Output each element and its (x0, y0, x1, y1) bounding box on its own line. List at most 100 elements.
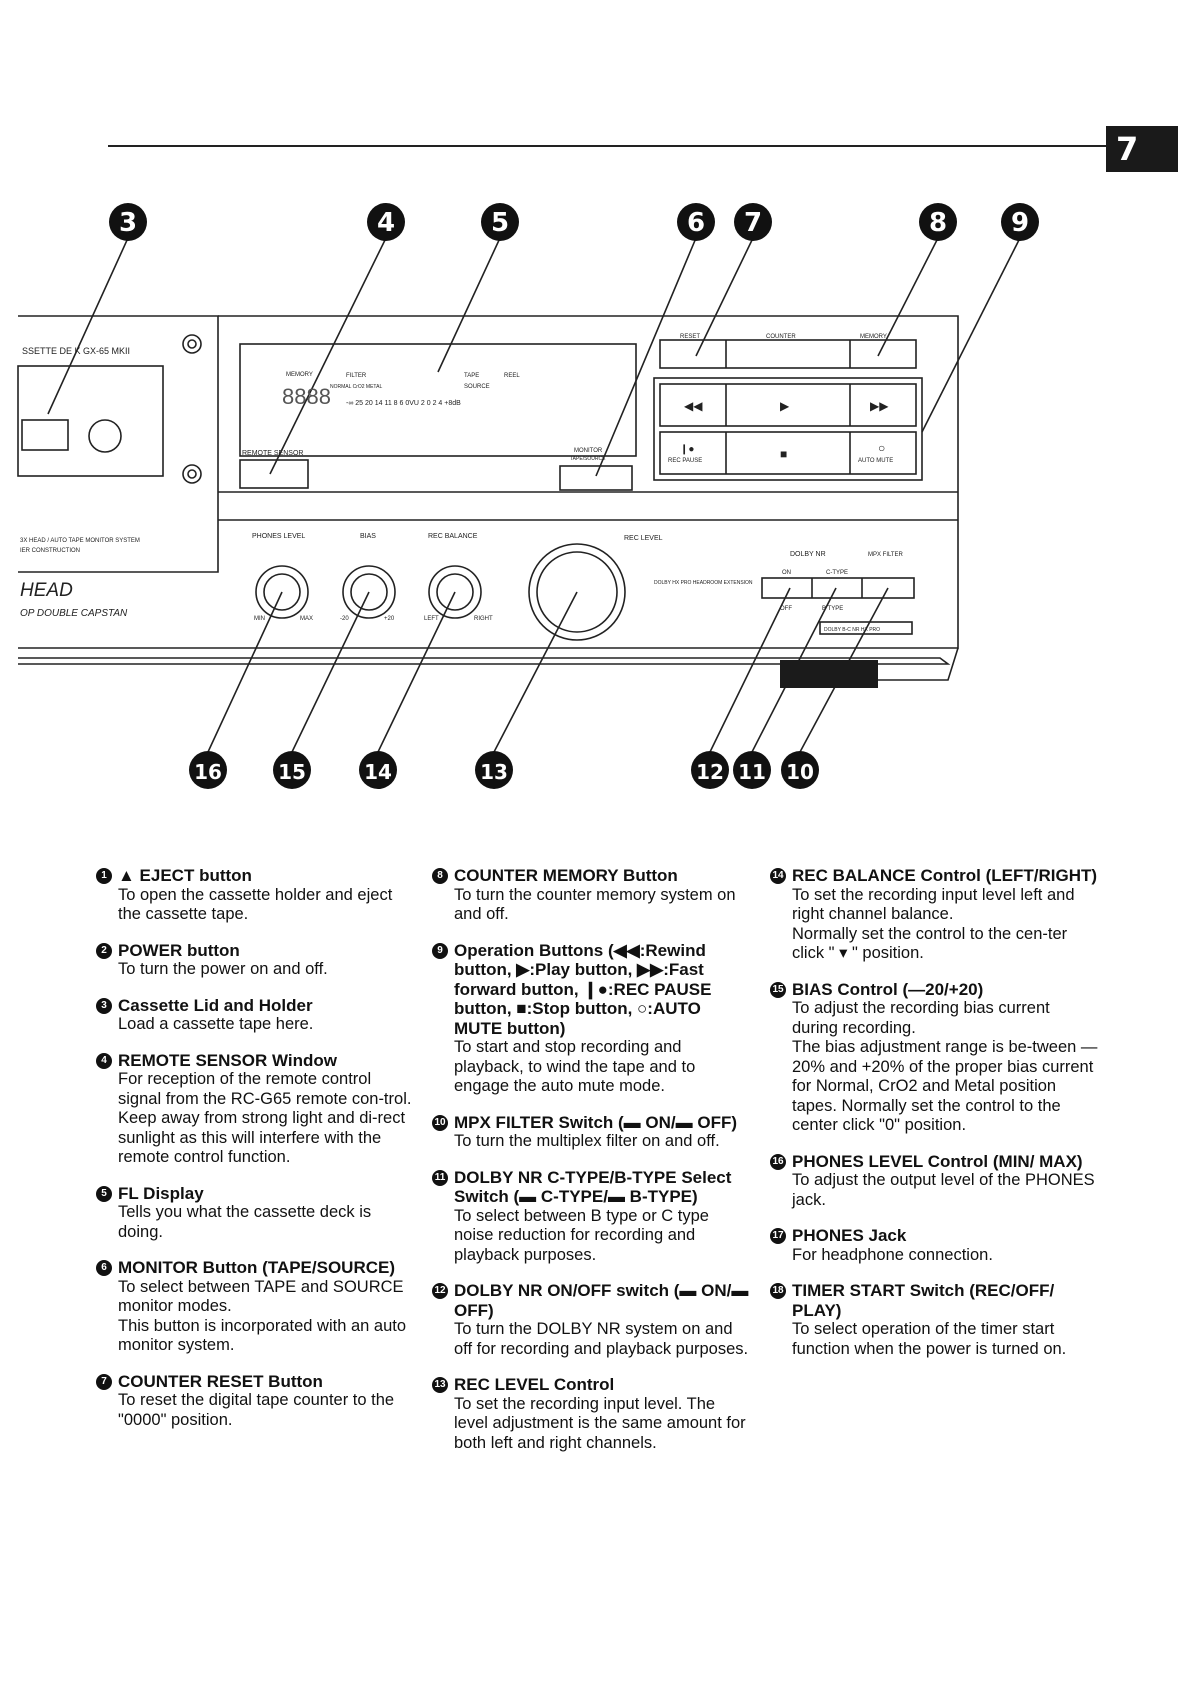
page-number: 7 (1106, 126, 1178, 172)
fl-scale: -∞ 25 20 14 11 8 6 0VU 2 0 2 4 +8dB (346, 400, 461, 407)
callout-16: 16 (194, 760, 222, 784)
reset-label: RESET (680, 334, 700, 340)
on-label: ON (782, 570, 791, 576)
item-title: BIAS Control (—20/+20) (792, 979, 984, 999)
fl-filter: FILTER (346, 373, 367, 379)
item-body: To reset the digital tape counter to the… (118, 1391, 395, 1429)
item-body: Load a cassette tape here. (118, 1015, 314, 1033)
counter-digits: 8888 (282, 384, 331, 409)
b-type-label: B TYPE (822, 606, 843, 612)
base-foot (780, 660, 878, 688)
callout-5: 5 (491, 208, 509, 238)
callout-13: 13 (480, 760, 508, 784)
header-rule (108, 145, 1158, 147)
rec-pause-icon: ❙● (680, 444, 694, 455)
rec-pause-label: REC PAUSE (668, 458, 702, 464)
callout-12: 12 (696, 760, 724, 784)
item-title: COUNTER RESET Button (118, 1371, 323, 1391)
item-title: Operation Buttons (◀◀:Rewind button, ▶:P… (454, 940, 712, 1038)
item-body: To turn the counter memory system on and… (454, 885, 736, 924)
item-title: MPX FILTER Switch (▬ ON/▬ OFF) (454, 1112, 738, 1132)
item-body: To turn the DOLBY NR system on and off f… (454, 1320, 749, 1358)
rec-level-label: REC LEVEL (624, 535, 663, 542)
item-body: To adjust the output level of the PHONES… (792, 1171, 1095, 1209)
memory-label: MEMORY (286, 372, 313, 378)
item-title: Cassette Lid and Holder (118, 995, 313, 1015)
head-label: HEAD (20, 580, 73, 601)
callout-8: 8 (929, 208, 947, 238)
model-label: SSETTE DE K GX-65 MKII (22, 346, 130, 356)
fast-forward-icon: ▶▶ (870, 399, 889, 413)
cassette-window (17, 365, 164, 477)
monitor-button (559, 465, 633, 491)
rec-balance-label: REC BALANCE (428, 533, 478, 540)
item-body: To select operation of the timer start f… (792, 1320, 1067, 1358)
bias-label: BIAS (360, 533, 376, 540)
item-body: To select between B type or C type noise… (454, 1206, 709, 1264)
left-label: LEFT (424, 616, 439, 622)
item-body: For headphone connection. (792, 1245, 993, 1264)
item-title: POWER button (118, 940, 240, 960)
callout-14: 14 (364, 760, 392, 784)
c-type-label: C-TYPE (826, 570, 848, 576)
transport-icons: ◀◀ ▶ ▶▶ ❙● ■ ○ (680, 399, 889, 461)
item-body: To select between TAPE and SOURCE monito… (118, 1277, 407, 1355)
callout-9: 9 (1011, 208, 1029, 238)
phones-level-label: PHONES LEVEL (252, 533, 305, 540)
monitor-label: MONITOR (574, 448, 603, 454)
callout-4: 4 (377, 208, 395, 238)
dolby-nr-label: DOLBY NR (790, 551, 826, 558)
auto-mute-label: AUTO MUTE (858, 458, 893, 464)
mpx-filter-label: MPX FILTER (868, 552, 904, 558)
item-title: PHONES LEVEL Control (MIN/ MAX) (792, 1151, 1083, 1171)
construction-label: IER CONSTRUCTION (20, 548, 80, 554)
power-knob (88, 419, 122, 453)
remote-sensor-window (239, 459, 309, 489)
dolby-hx-label: DOLBY HX PRO HEADROOM EXTENSION (654, 580, 753, 586)
remote-sensor-label: REMOTE SENSOR (242, 450, 303, 457)
item-body: To turn the multiplex filter on and off. (454, 1132, 720, 1150)
item-body: To open the cassette holder and eject th… (118, 885, 393, 924)
item-title: REC BALANCE Control (LEFT/RIGHT) (792, 866, 1098, 885)
fl-source: SOURCE (464, 384, 490, 390)
fl-reel: REEL (504, 373, 520, 379)
item-title: PHONES Jack (792, 1226, 907, 1245)
item-title: REC LEVEL Control (454, 1375, 615, 1394)
item-body: For reception of the remote control sign… (118, 1070, 412, 1166)
item-title: TIMER START Switch (REC/OFF/ PLAY) (792, 1281, 1055, 1320)
callout-10: 10 (786, 760, 814, 784)
deck-diagram: 3 4 5 6 7 8 9 16 15 14 13 12 11 10 SSETT… (17, 203, 1039, 789)
item-title: REMOTE SENSOR Window (118, 1050, 337, 1070)
stop-icon: ■ (780, 447, 787, 461)
item-body: To start and stop recording and playback… (454, 1038, 696, 1095)
auto-mute-icon: ○ (878, 441, 885, 455)
plus20-label: +20 (384, 616, 395, 622)
play-icon: ▶ (780, 399, 790, 413)
item-title: MONITOR Button (TAPE/SOURCE) (118, 1258, 396, 1277)
tape-source-label: TAPE/SOURCE (570, 456, 606, 462)
item-title: ▲ EJECT button (118, 866, 252, 885)
cassette-panel-outline (18, 315, 219, 573)
capstan-label: OP DOUBLE CAPSTAN (20, 608, 128, 619)
item-body: To turn the power on and off. (118, 960, 328, 978)
eject-key (21, 419, 69, 451)
item-title: FL Display (118, 1183, 204, 1203)
fl-normal: NORMAL CrO2 METAL (330, 384, 382, 390)
item-title: DOLBY NR C-TYPE/B-TYPE Select Switch (▬ … (454, 1167, 732, 1207)
